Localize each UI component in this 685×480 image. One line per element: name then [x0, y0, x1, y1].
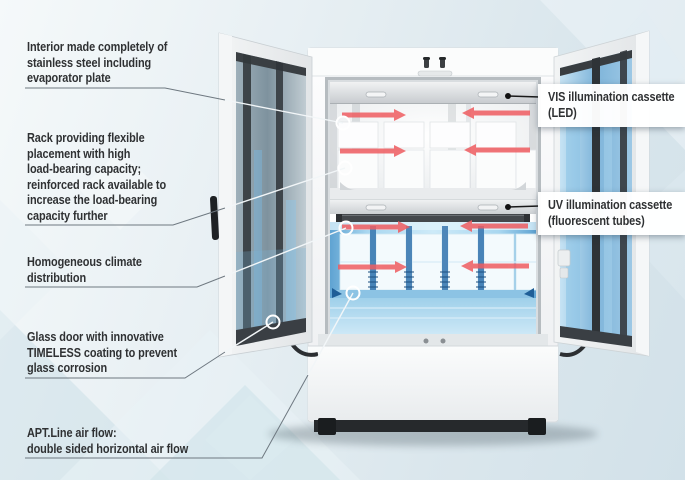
- chamber-interior: [330, 82, 536, 336]
- leader-rack: [25, 160, 353, 226]
- callout-circle-marker: [335, 115, 351, 131]
- door-arm: [290, 342, 319, 357]
- airflow-arrow: [340, 145, 406, 157]
- door-latch: [557, 249, 571, 267]
- airflow-arrow: [342, 221, 410, 233]
- airflow-arrow: [464, 144, 530, 156]
- top-hinges: [423, 57, 446, 68]
- callout-vis-cassette: VIS illumination cassette(LED): [538, 84, 685, 127]
- callout-uv-cassette: UV illumination cassette(fluorescent tub…: [538, 192, 685, 235]
- callout-circle-marker: [345, 285, 361, 301]
- upper-sample-vessels: [337, 121, 536, 191]
- left-glass-door: [210, 32, 319, 358]
- leader-climate: [25, 220, 354, 288]
- leader-interior: [25, 87, 351, 131]
- door-arm: [559, 344, 586, 357]
- leader-vis-cassette: [505, 93, 541, 99]
- airflow-arrow: [462, 107, 530, 119]
- airflow-arrows: [338, 107, 530, 273]
- callout-vis-cassette-text: VIS illumination cassette(LED): [548, 89, 675, 120]
- airflow-arrow: [460, 220, 528, 232]
- callout-uv-cassette-text: UV illumination cassette(fluorescent tub…: [548, 197, 673, 228]
- airflow-arrow: [342, 109, 406, 121]
- callout-airflow: APT.Line air flow:double sided horizonta…: [27, 425, 189, 456]
- caster-wheel: [318, 418, 336, 435]
- vis-illumination-cassette: [330, 82, 536, 105]
- plinth: [314, 420, 542, 432]
- base-knob: [440, 338, 446, 344]
- leader-uv-cassette: [505, 204, 541, 210]
- callout-leader-lines: [25, 87, 541, 459]
- callout-circle-marker: [337, 160, 353, 176]
- airflow-arrow: [461, 260, 529, 272]
- uv-illumination-cassette: [330, 200, 536, 222]
- callout-circle-marker: [338, 220, 354, 236]
- callout-dot: [505, 93, 511, 99]
- chamber-base: [308, 334, 558, 435]
- callout-circle-marker: [265, 314, 281, 330]
- leader-airflow: [25, 285, 361, 459]
- lower-blue-compartment: [330, 222, 536, 336]
- callout-dot: [505, 204, 511, 210]
- base-knob: [423, 338, 429, 344]
- door-latch: [559, 267, 569, 279]
- leader-glass-door: [25, 314, 281, 379]
- door-handle: [210, 195, 219, 240]
- caster-wheel: [528, 418, 546, 435]
- airflow-arrow: [338, 261, 407, 273]
